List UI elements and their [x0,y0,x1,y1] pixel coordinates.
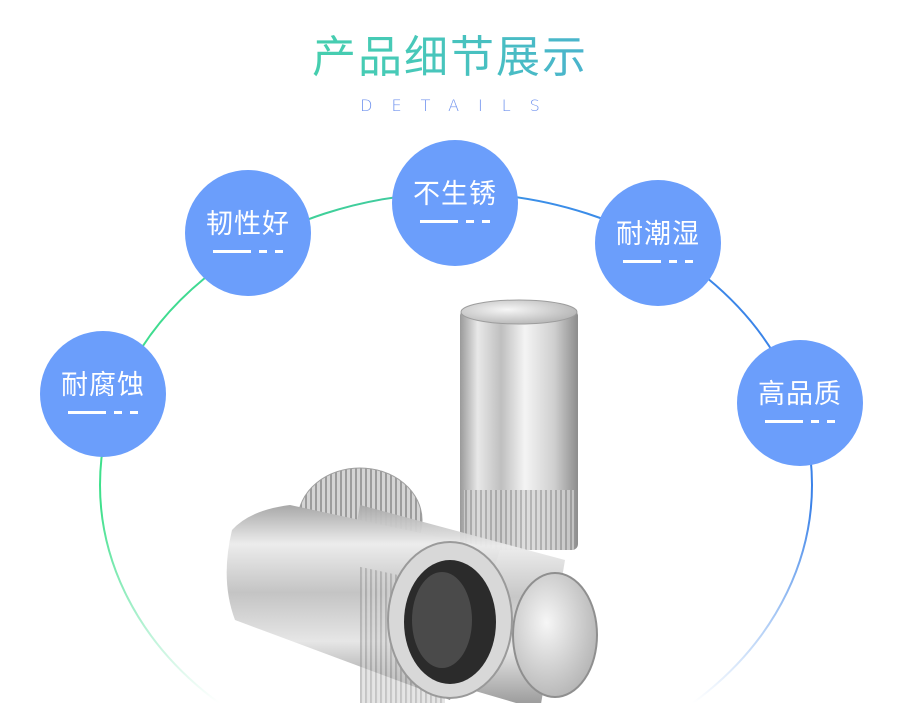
underline-dash-icon [420,220,490,223]
underline-dash-icon [68,411,138,414]
feature-label: 高品质 [758,379,842,410]
feature-bubble-moisture-resistant: 耐潮湿 [595,180,721,306]
page-title: 产品细节展示 [0,30,900,86]
feature-label: 耐潮湿 [616,219,700,250]
underline-dash-icon [765,420,835,423]
product-image [226,299,598,703]
feature-label: 不生锈 [413,179,497,210]
page-subtitle: DETAILS [360,96,559,115]
feature-bubble-rustproof: 不生锈 [392,140,518,266]
feature-label: 耐腐蚀 [61,370,145,401]
feature-bubble-toughness: 韧性好 [185,170,311,296]
underline-dash-icon [213,250,283,253]
feature-bubble-corrosion-resistant: 耐腐蚀 [40,331,166,457]
underline-dash-icon [623,260,693,263]
feature-label: 韧性好 [206,209,290,240]
feature-bubble-high-quality: 高品质 [737,340,863,466]
